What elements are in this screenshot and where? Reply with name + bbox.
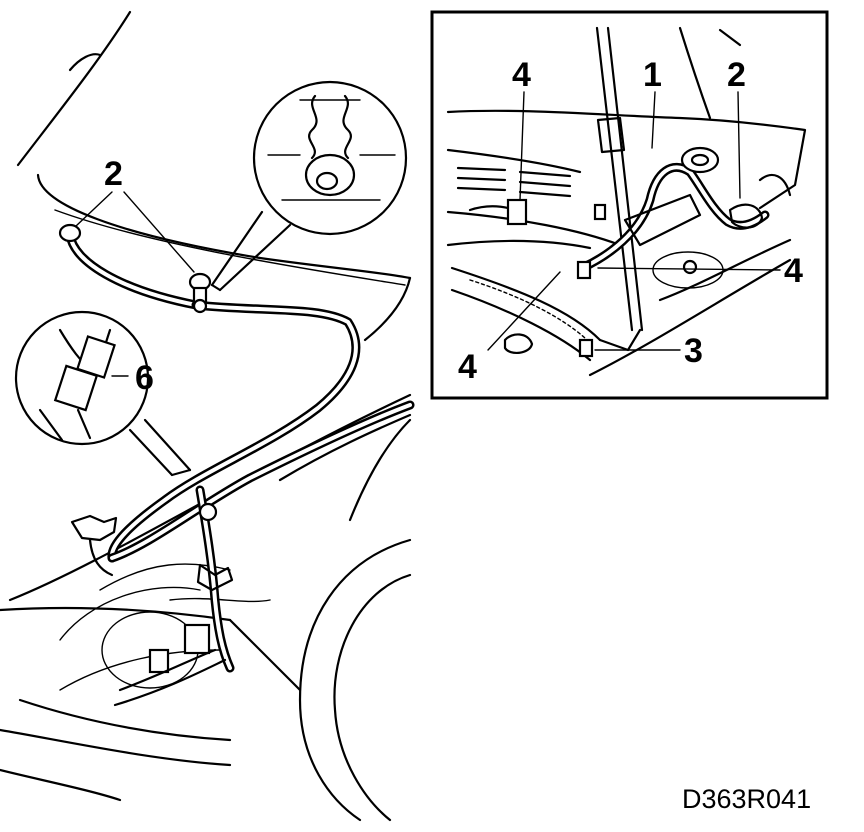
inset-vents [446,148,582,198]
callout-2-leaders [75,191,195,273]
callout-hose: 1 [643,56,662,94]
callout-clip-top: 4 [512,56,531,94]
bonnet-outline [16,10,412,342]
callout-seal: 3 [684,332,703,370]
car-front-body [0,393,412,822]
washer-hose-main [58,223,415,707]
main-illustration: 2 [0,10,415,822]
connector-detail-magnifier [14,310,192,477]
callout-nozzle-main: 2 [104,155,123,193]
callout-connector: 6 [135,359,154,397]
inset-hose [506,146,792,358]
callout-nozzle-inset: 2 [727,56,746,94]
nozzle-detail-magnifier [210,80,408,292]
nozzle-left-icon [58,223,82,243]
callout-clip-bottom: 4 [458,348,477,386]
connector-joint [198,502,218,522]
callout-clip-right: 4 [784,252,803,290]
inset-leaders [487,91,781,351]
inset-detail: 4 1 2 4 4 3 [430,10,829,400]
inset-frame [430,10,829,400]
figure-code: D363R041 [682,784,811,814]
